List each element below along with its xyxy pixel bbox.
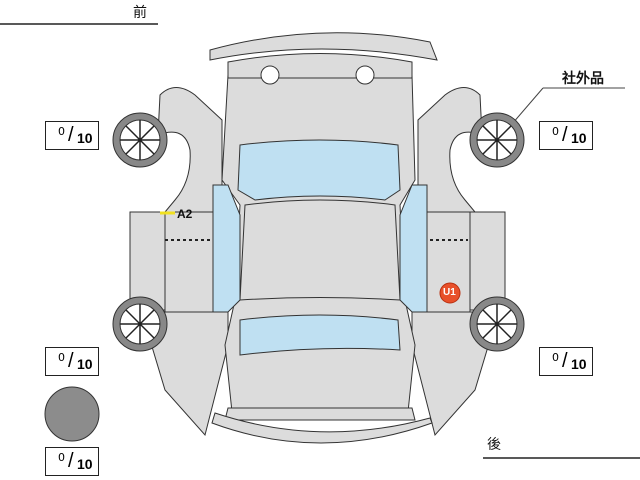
aftermarket-label: 社外品	[562, 71, 604, 87]
u1-marker	[439, 282, 461, 304]
tire-score-left-rear: 0/10	[45, 347, 99, 376]
wheel-icon	[112, 112, 525, 352]
tire-score-spare: 0/10	[45, 447, 99, 476]
roof	[239, 199, 401, 301]
right-rocker	[469, 211, 506, 311]
front-bumper	[209, 32, 438, 61]
rear-bumper-top	[224, 407, 416, 421]
tire-score-max: 10	[571, 356, 587, 372]
tire-score-max: 10	[77, 456, 93, 472]
front-grille	[227, 53, 413, 79]
left-headlight	[260, 65, 280, 85]
right-front-fender	[417, 87, 483, 213]
right-side-windows	[399, 184, 428, 313]
rear-label: 後	[487, 437, 501, 453]
right-headlight	[355, 65, 375, 85]
rear-bumper	[211, 412, 433, 444]
tire-score-left-front: 0/10	[45, 121, 99, 150]
tire-score-value: 0	[58, 125, 65, 138]
tire-score-value: 0	[58, 351, 65, 364]
mark-a2: A2	[177, 207, 193, 221]
tire-score-max: 10	[77, 356, 93, 372]
front-label: 前	[133, 5, 147, 21]
tire-score-value: 0	[552, 125, 559, 138]
tire-score-max: 10	[571, 130, 587, 146]
windshield	[237, 139, 401, 201]
tire-score-max: 10	[77, 130, 93, 146]
spare-tire-icon	[44, 386, 100, 442]
rear-window	[239, 314, 401, 356]
tire-score-value: 0	[58, 451, 65, 464]
tire-score-right-front: 0/10	[539, 121, 593, 150]
tire-score-right-rear: 0/10	[539, 347, 593, 376]
mark-u1: U1	[443, 287, 456, 298]
left-side-windows	[212, 184, 241, 313]
left-rocker	[129, 211, 166, 311]
left-front-fender	[157, 87, 223, 213]
tire-score-value: 0	[552, 351, 559, 364]
